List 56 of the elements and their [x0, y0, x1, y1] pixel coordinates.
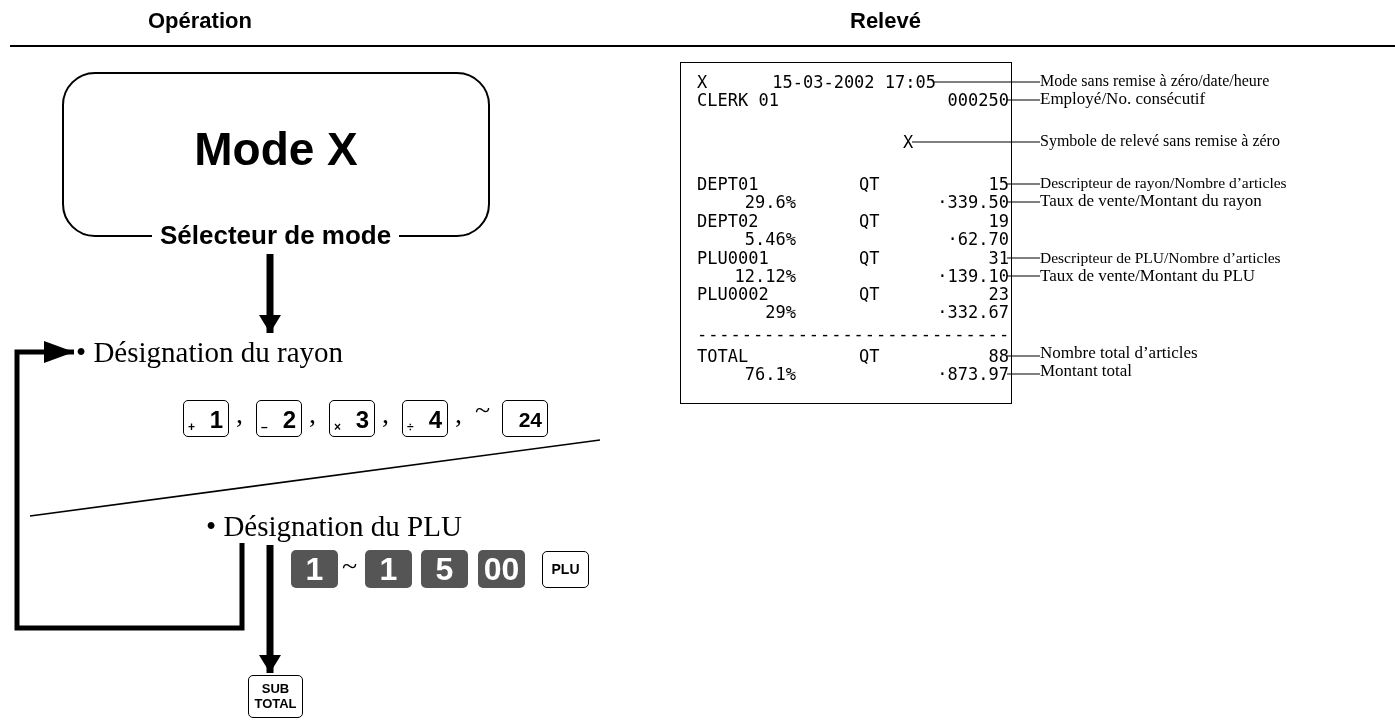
tilde: ~	[475, 394, 491, 426]
leader-line	[1006, 275, 1041, 277]
keycap: – 2	[256, 400, 302, 437]
receipt-line: 29.6% ·339.50	[697, 193, 1009, 211]
keycap: + 1	[183, 400, 229, 437]
receipt-line: 12.12% ·139.10	[697, 267, 1009, 285]
loop-arrow	[14, 341, 245, 631]
leader-line	[933, 81, 1041, 83]
keycap: SUB TOTAL	[248, 675, 303, 718]
keycap: PLU	[542, 551, 589, 588]
annotation: Montant total	[1040, 361, 1133, 380]
comma: ,	[382, 398, 389, 430]
receipt-line: X 15-03-2002 17:05	[697, 73, 936, 91]
comma: ,	[455, 398, 462, 430]
annotation: Descripteur de rayon/Nombre d’articles	[1040, 173, 1287, 192]
keycap: × 3	[329, 400, 375, 437]
keycap: 1	[365, 550, 412, 588]
leader-line	[1006, 99, 1041, 101]
receipt-line: TOTAL QT 88	[697, 347, 1009, 365]
step-heading: • Désignation du rayon	[76, 335, 344, 369]
annotation: Mode sans remise à zéro/date/heure	[1040, 71, 1270, 90]
keycap: ÷ 4	[402, 400, 448, 437]
annotation: Nombre total d’articles	[1040, 343, 1198, 362]
receipt-line: 76.1% ·873.97	[697, 365, 1009, 383]
leader-line	[1006, 373, 1041, 375]
keycap: 00	[478, 550, 525, 588]
receipt-line: CLERK 01 000250	[697, 91, 1009, 109]
annotation: Taux de vente/Montant du rayon	[1040, 191, 1262, 210]
receipt-line: DEPT01 QT 15	[697, 175, 1009, 193]
receipt-line: X	[903, 133, 914, 151]
leader-line	[1006, 183, 1041, 185]
leader-line	[911, 141, 1041, 143]
leader-line	[1006, 355, 1041, 357]
comma: ,	[236, 398, 243, 430]
keycap: 5	[421, 550, 468, 588]
leader-line	[1006, 201, 1041, 203]
mode-title: Mode X	[193, 122, 359, 176]
receipt-line: PLU0002 QT 23	[697, 285, 1009, 303]
column-heading: Opération	[148, 8, 252, 34]
annotation: Employé/No. consécutif	[1040, 89, 1206, 108]
receipt-line: 29% ·332.67	[697, 303, 1009, 321]
receipt-line: PLU0001 QT 31	[697, 249, 1009, 267]
tilde: ~	[342, 550, 358, 582]
receipt	[680, 62, 1012, 404]
leader-line	[1006, 257, 1041, 259]
comma: ,	[309, 398, 316, 430]
column-heading: Relevé	[850, 8, 921, 34]
receipt-line: DEPT02 QT 19	[697, 212, 1009, 230]
step-heading: • Désignation du PLU	[206, 509, 462, 543]
keycap: 24	[502, 400, 548, 437]
annotation: Symbole de relevé sans remise à zéro	[1040, 131, 1280, 150]
receipt-line: ----------------------------	[697, 325, 1009, 343]
keycap: 1	[291, 550, 338, 588]
annotation: Taux de vente/Montant du PLU	[1040, 266, 1256, 285]
annotation: Descripteur de PLU/Nombre d’articles	[1040, 248, 1281, 267]
receipt-line: 5.46% ·62.70	[697, 230, 1009, 248]
